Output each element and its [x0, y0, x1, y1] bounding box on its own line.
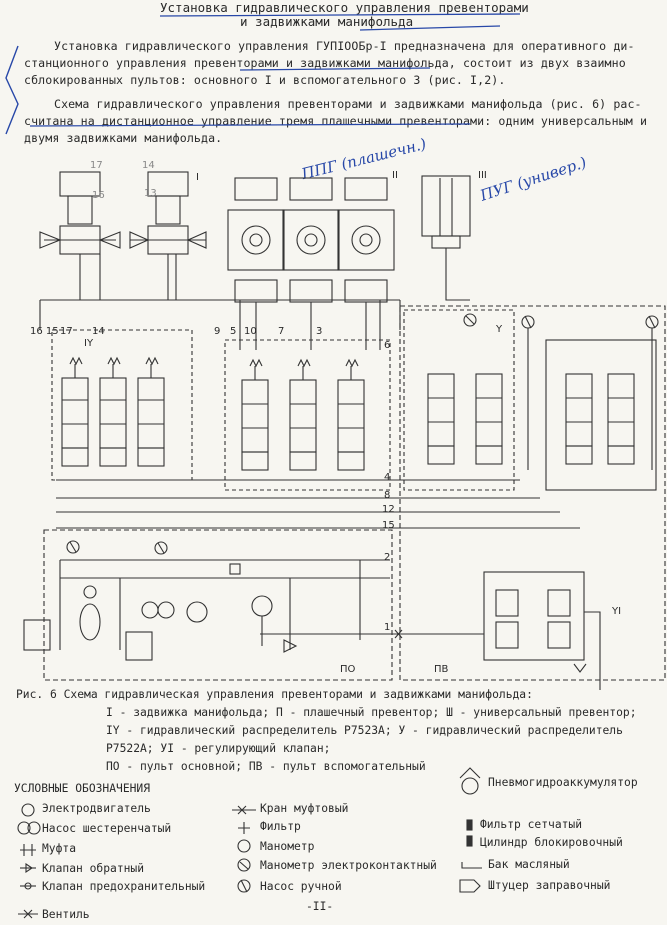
- legend-item-lock-cylinder: Цилиндр блокировочный: [480, 836, 623, 849]
- aux-regulator-group: [394, 571, 601, 690]
- legend-item-filter: Фильтр: [260, 820, 301, 833]
- pipe-label-13: 13: [144, 188, 157, 199]
- pipe-label-5: 5: [230, 326, 237, 337]
- figure-caption-line-5: ПО - пульт основной; ПВ - пульт вспомога…: [106, 760, 426, 773]
- distributor-iv-left: [61, 356, 165, 467]
- legend-item-check-valve: Клапан обратный: [42, 862, 145, 875]
- roman-label-ii: II: [392, 170, 398, 181]
- pipe-label-16: 16: [92, 190, 105, 201]
- manifold-valve-left: [39, 171, 121, 255]
- page-title-line-1: Установка гидравлического управления пре…: [160, 0, 529, 15]
- distributor-aux-far-right: [545, 339, 657, 491]
- pipe-label-17b: 17: [60, 326, 73, 337]
- legend-item-electrocontact-gauge: Манометр электроконтактный: [260, 859, 437, 872]
- pipe-label-12: 12: [382, 504, 395, 515]
- page-number: -II-: [306, 900, 334, 913]
- intro-paragraph-2-line-2: считана на дистанционное управление трем…: [24, 114, 648, 128]
- intro-paragraph-1-line-2: станционного управления превенторами и з…: [24, 56, 626, 70]
- gauge-symbols-top: [463, 313, 659, 470]
- distributor-iv-center: [241, 358, 365, 471]
- panel-label-main: ПО: [340, 664, 356, 675]
- pipe-label-8: 8: [384, 490, 391, 501]
- pipe-label-15: 15: [382, 520, 395, 531]
- pipe-label-16-15: 16 15: [30, 326, 59, 337]
- figure-caption-line-2: I - задвижка манифольда; П - плашечный п…: [106, 706, 637, 719]
- intro-paragraph-1-line-3: сблокированных пультов: основного I и вс…: [24, 73, 506, 87]
- legend-item-gear-pump: Насос шестеренчатый: [42, 822, 172, 835]
- ram-preventers: [227, 177, 395, 303]
- legend-item-socket-valve: Кран муфтовый: [260, 802, 349, 815]
- pipe-label-2: 2: [384, 552, 391, 563]
- pipe-label-14b: 14: [92, 326, 105, 337]
- pump-group: [23, 540, 298, 661]
- universal-preventer: [421, 175, 471, 249]
- legend-item-gauge: Манометр: [260, 840, 315, 853]
- roman-label-iv: IY: [84, 338, 94, 349]
- intro-paragraph-2-line-3: двумя задвижками манифольда.: [24, 131, 223, 145]
- distributor-v-right: [427, 373, 503, 465]
- pipe-label-3: 3: [316, 326, 323, 337]
- pipe-label-6: 6: [384, 340, 391, 351]
- legend-item-filler-fitting: Штуцер заправочный: [488, 879, 611, 892]
- panel-label-aux: ПВ: [434, 664, 449, 675]
- legend-item-oil-tank: Бак масляный: [488, 858, 570, 871]
- pipe-label-9: 9: [214, 326, 221, 337]
- legend-icons: [17, 767, 482, 919]
- pipe-label-1: 1: [384, 622, 391, 633]
- legend-item-accumulator: Пневмогидроаккумулятор: [488, 776, 638, 789]
- manifold-valve-right: [129, 171, 207, 255]
- page-title-line-2: и задвижками манифольда: [240, 14, 414, 29]
- pipe-label-14a: 14: [142, 160, 155, 171]
- pipe-label-4: 4: [384, 472, 391, 483]
- pipe-label-17a: 17: [90, 160, 103, 171]
- pipe-label-10: 10: [244, 326, 257, 337]
- legend-item-hand-pump: Насос ручной: [260, 880, 342, 893]
- roman-label-v: Y: [496, 324, 503, 335]
- legend-item-gate-valve: Вентиль: [42, 908, 90, 921]
- figure-caption-line-1: Рис. 6 Схема гидравлическая управления п…: [16, 688, 533, 701]
- legend-heading: УСЛОВНЫЕ ОБОЗНАЧЕНИЯ: [14, 782, 151, 795]
- figure-caption-line-3: IY - гидравлический распределитель Р7523…: [106, 724, 623, 737]
- legend-item-motor: Электродвигатель: [42, 802, 151, 815]
- legend-item-mesh-filter: Фильтр сетчатый: [480, 818, 583, 831]
- roman-label-iii: III: [478, 170, 487, 181]
- intro-paragraph-1-line-1: Установка гидравлического управления ГУП…: [54, 39, 635, 53]
- roman-label-vi: YI: [612, 606, 622, 617]
- legend-item-coupling: Муфта: [42, 842, 77, 855]
- legend-item-safety-valve: Клапан предохранительный: [42, 880, 206, 893]
- roman-label-i: I: [196, 172, 199, 183]
- figure-caption-line-4: Р7522А; УI - регулирующий клапан;: [106, 742, 331, 755]
- pipe-label-7: 7: [278, 326, 285, 337]
- intro-paragraph-2-line-1: Схема гидравлического управления превент…: [54, 97, 642, 111]
